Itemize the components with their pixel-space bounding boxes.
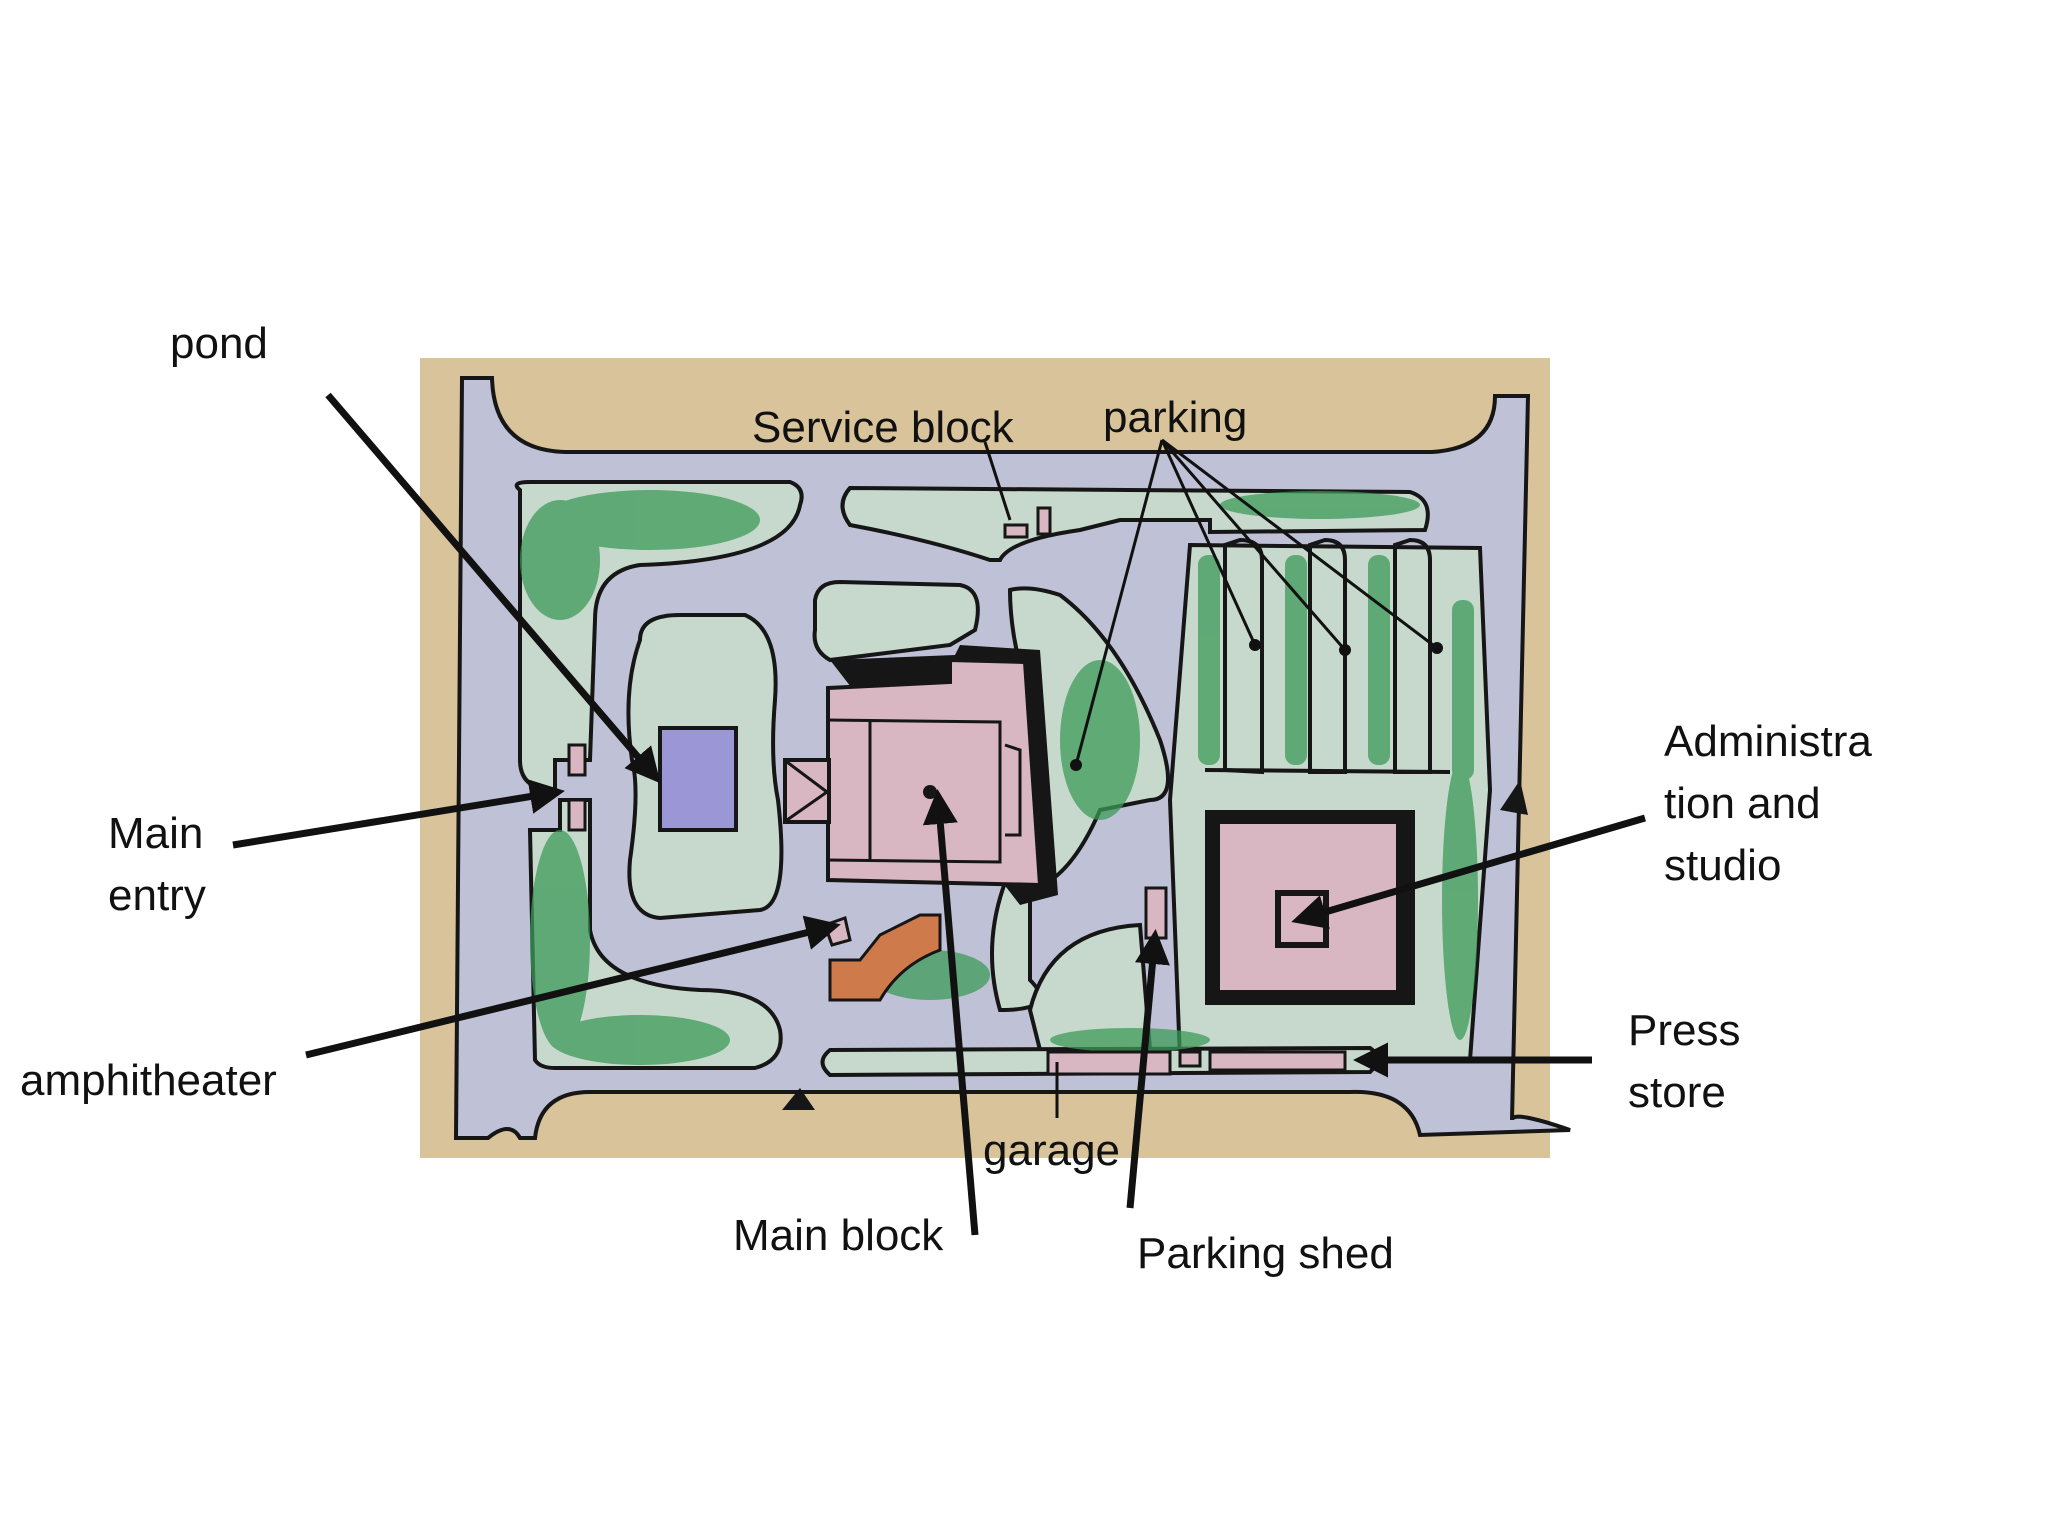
lawn-south-central <box>1027 922 1153 1052</box>
label-press-store-line2: store <box>1628 1068 1726 1117</box>
parking-bay-base <box>1204 768 1451 774</box>
amphitheater-arrow <box>305 915 841 1059</box>
main-block-porch-detail <box>786 760 830 822</box>
main-block-roof-detail <box>827 718 1022 864</box>
label-service-block: Service block <box>752 403 1015 452</box>
tree-mass <box>1050 1028 1210 1052</box>
parking-dot <box>1249 639 1261 651</box>
parking-bay <box>1223 537 1264 775</box>
small-kiosk <box>1178 1050 1202 1068</box>
label-pond: pond <box>170 319 268 368</box>
label-main-block: Main block <box>733 1211 944 1260</box>
parking-dot <box>1070 759 1082 771</box>
east-entry-marker <box>1500 780 1528 815</box>
tree-mass <box>550 1015 730 1065</box>
press-store-structure <box>1208 1050 1347 1072</box>
label-administration-line2: tion and <box>1664 779 1821 828</box>
parking-leader <box>1160 439 1347 651</box>
tree-mass <box>530 830 590 1050</box>
trees <box>520 490 1478 1065</box>
service-block-unit <box>1003 523 1029 539</box>
leaders <box>232 392 1646 1236</box>
label-garage: garage <box>983 1126 1120 1175</box>
tree-mass <box>1442 760 1478 1040</box>
parking-bay <box>1393 537 1432 774</box>
tree-mass <box>1220 491 1420 519</box>
service-block-unit <box>1036 506 1052 536</box>
amphitheater-seats <box>828 913 942 1002</box>
label-parking: parking <box>1103 393 1247 442</box>
label-administration-line3: studio <box>1664 841 1781 890</box>
parking-dot <box>1339 644 1351 656</box>
main-block-arrow <box>922 789 979 1236</box>
tree-row <box>1452 600 1474 780</box>
service-block-leader <box>983 441 1012 521</box>
pond-arrow <box>325 392 661 784</box>
parking-bay <box>1308 537 1347 774</box>
tree-row <box>1368 555 1390 765</box>
parking-leader <box>1160 439 1257 646</box>
lawn-south-west <box>527 798 783 1070</box>
main-block-roof <box>826 657 1043 888</box>
gate-post <box>567 743 587 777</box>
garage-structure <box>1046 1050 1172 1076</box>
label-main-entry-line2: entry <box>108 871 206 920</box>
tree-row <box>1285 555 1307 765</box>
south-entry-marker <box>782 1088 815 1110</box>
gate-post <box>567 798 587 832</box>
admin-arrow <box>1291 814 1646 929</box>
main-block-porch <box>783 758 831 824</box>
tree-mass <box>1060 660 1140 820</box>
label-main-entry-line1: Main <box>108 809 203 858</box>
parking-dots <box>1070 639 1443 771</box>
pond-shape <box>658 726 738 832</box>
label-parking-shed: Parking shed <box>1137 1229 1394 1278</box>
lawn-central-north <box>812 579 980 663</box>
parking-shed-structure <box>1144 886 1168 940</box>
label-press-store-line1: Press <box>1628 1006 1740 1055</box>
parking-dot <box>1431 642 1443 654</box>
main-entry-arrow <box>232 779 565 849</box>
label-administration-line1: Administra <box>1664 717 1872 766</box>
tree-row <box>1198 555 1220 765</box>
label-amphitheater: amphitheater <box>20 1056 277 1105</box>
parking-leader <box>1161 438 1438 650</box>
parking-bays <box>1204 537 1451 775</box>
tree-mass <box>540 490 760 550</box>
parking-shed-arrow <box>1126 929 1170 1209</box>
main-block-building <box>783 645 1058 905</box>
parking-leader <box>1074 439 1164 766</box>
administration-building <box>1205 810 1415 1005</box>
